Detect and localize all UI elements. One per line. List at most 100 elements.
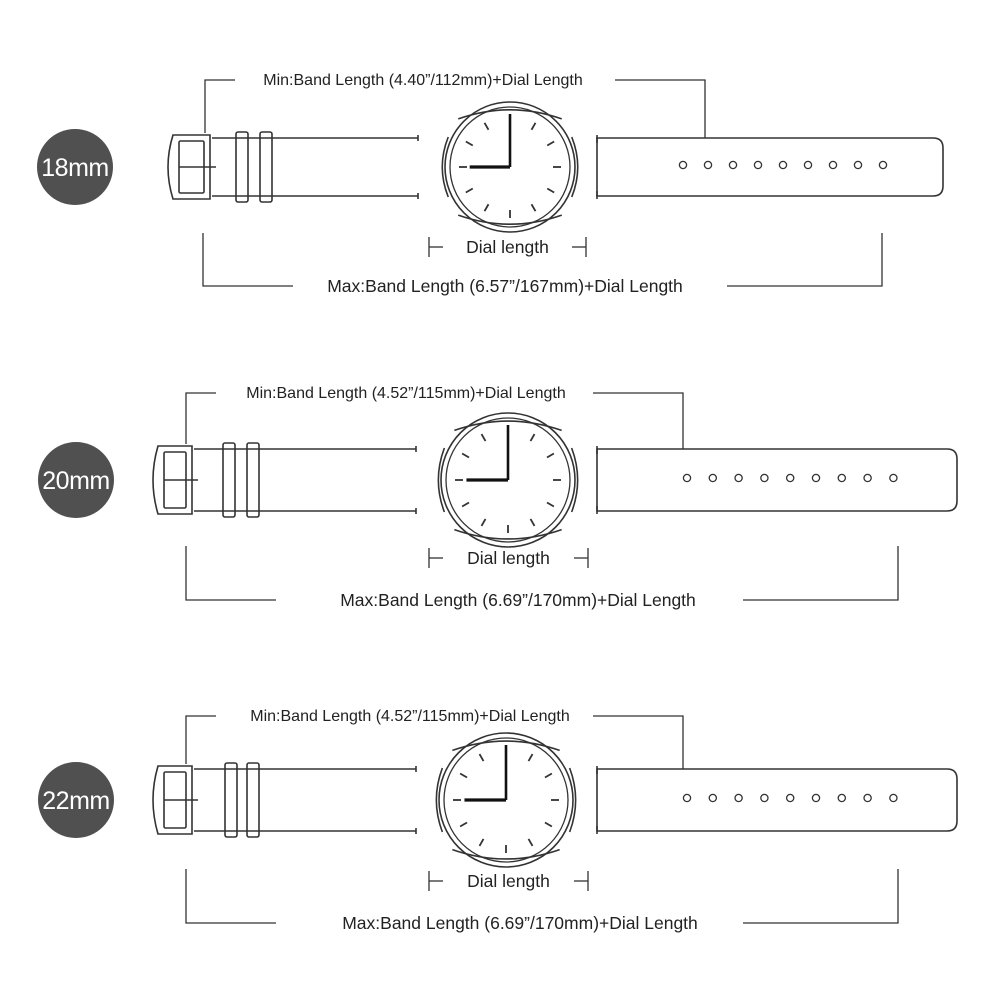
watch-lug-right	[568, 767, 577, 833]
watch-bezel	[438, 732, 574, 868]
watch-bezel	[444, 101, 576, 233]
max-bracket-left	[202, 233, 293, 287]
watch-face-icon	[435, 732, 577, 868]
strap-hole	[753, 160, 763, 170]
watch-lug-left	[437, 447, 446, 513]
size-badge-circle	[37, 129, 113, 205]
size-label: 20mm	[42, 467, 109, 495]
size-label: 22mm	[42, 787, 109, 815]
size-label: 18mm	[41, 154, 108, 182]
strap-hole	[889, 473, 898, 483]
hour-marker	[478, 838, 485, 847]
hour-marker	[546, 501, 555, 508]
hour-marker	[527, 753, 534, 762]
max-bracket-left	[185, 869, 276, 924]
hour-marker	[544, 821, 553, 828]
hour-marker	[529, 433, 536, 442]
min-length-bracket: Min:Band Length (4.52”/115mm)+Dial Lengt…	[185, 708, 684, 769]
strap-hole	[703, 160, 713, 170]
strap-hole	[734, 793, 743, 803]
keeper-loop	[235, 131, 249, 203]
buckle-icon	[152, 765, 198, 835]
left-strap-body	[212, 137, 418, 197]
max-bracket-right	[743, 869, 899, 924]
left-strap-body	[194, 768, 416, 832]
size-badge: 22mm	[38, 762, 114, 838]
strap-hole	[863, 473, 872, 483]
size-badge-circle	[38, 762, 114, 838]
right-strap-body	[596, 137, 944, 197]
min-bracket-left	[185, 715, 216, 764]
strap-row-22mm: 22mm Min:Band Length (4.52”/115mm)+Dial L…	[38, 708, 958, 933]
hour-marker	[480, 433, 487, 442]
left-strap	[194, 446, 417, 514]
keeper-loop	[246, 762, 260, 838]
buckle-icon	[167, 134, 216, 200]
keeper-loop	[259, 131, 273, 203]
buckle-frame	[152, 445, 193, 515]
right-strap	[596, 766, 958, 834]
watch-dial	[449, 106, 571, 228]
watch-lug-left	[441, 136, 449, 198]
strap-hole	[728, 160, 738, 170]
hour-marker	[527, 838, 534, 847]
min-bracket-left	[185, 392, 216, 444]
min-bracket-right	[593, 715, 684, 769]
watch-face-icon	[441, 101, 579, 233]
strap-hole	[760, 793, 769, 803]
hour-marker	[530, 203, 537, 212]
hour-marker	[478, 753, 485, 762]
watch-lug-right	[570, 447, 579, 513]
right-strap	[596, 446, 958, 514]
strap-hole	[708, 793, 718, 803]
watch-lug-right	[571, 136, 579, 198]
strap-hole	[889, 793, 898, 803]
hour-marker	[465, 140, 474, 147]
max-length-label: Max:Band Length (6.57”/167mm)+Dial Lengt…	[327, 276, 683, 296]
strap-hole	[682, 473, 692, 483]
hour-marker	[483, 122, 490, 131]
left-strap-body	[194, 448, 416, 512]
hour-marker	[461, 501, 470, 508]
buckle-frame	[152, 765, 193, 835]
hour-marker	[530, 122, 537, 131]
dial-length-bracket: Dial length	[428, 237, 587, 257]
right-strap-body	[596, 768, 958, 832]
max-length-bracket: Max:Band Length (6.69”/170mm)+Dial Lengt…	[185, 546, 899, 610]
min-bracket-right	[593, 392, 684, 449]
hour-marker	[544, 772, 553, 779]
keeper-loop	[246, 442, 260, 518]
dial-length-label: Dial length	[467, 871, 550, 891]
dial-length-label: Dial length	[467, 548, 550, 568]
strap-hole	[828, 160, 838, 170]
hour-marker	[529, 518, 536, 527]
strap-hole	[785, 793, 795, 803]
strap-hole	[878, 160, 888, 170]
strap-hole	[803, 160, 813, 170]
max-length-bracket: Max:Band Length (6.57”/167mm)+Dial Lengt…	[202, 233, 883, 296]
strap-hole	[760, 473, 769, 483]
watch-lug-top	[452, 740, 560, 752]
max-length-bracket: Max:Band Length (6.69”/170mm)+Dial Lengt…	[185, 869, 899, 933]
right-strap	[596, 135, 944, 199]
dial-length-bracket: Dial length	[428, 548, 589, 568]
watch-lug-bottom	[452, 848, 560, 860]
hour-marker	[546, 452, 555, 459]
watch-lug-bottom	[454, 528, 562, 540]
min-length-bracket: Min:Band Length (4.40”/112mm)+Dial Lengt…	[204, 72, 706, 138]
size-badge: 18mm	[37, 129, 113, 205]
hour-marker	[546, 140, 555, 147]
dial-length-label: Dial length	[466, 237, 549, 257]
min-bracket-right	[615, 79, 706, 138]
strap-hole	[837, 793, 847, 803]
strap-row-18mm: 18mm Min:Band Length (4.40”/112mm)+Dial L…	[37, 72, 944, 296]
min-length-label: Min:Band Length (4.52”/115mm)+Dial Lengt…	[246, 385, 565, 402]
strap-hole	[811, 473, 821, 483]
watch-lug-left	[435, 767, 444, 833]
max-length-label: Max:Band Length (6.69”/170mm)+Dial Lengt…	[342, 913, 698, 933]
watch-lug-top	[454, 420, 562, 432]
strap-hole	[863, 793, 872, 803]
watch-dial	[443, 737, 569, 863]
watch-bezel	[440, 412, 576, 548]
max-bracket-right	[743, 546, 899, 601]
